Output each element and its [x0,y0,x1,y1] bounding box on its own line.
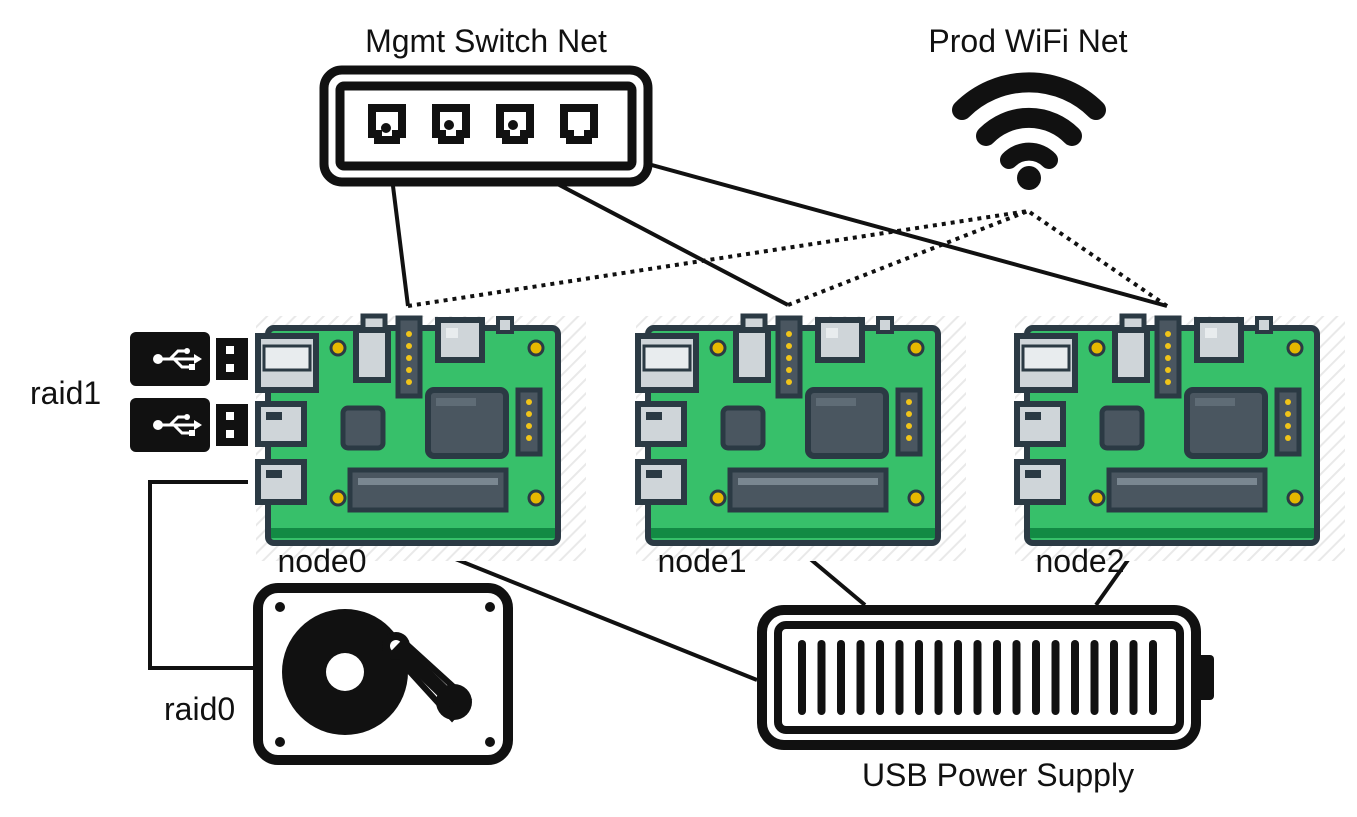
battery-grill-bar [876,640,884,715]
battery-grill-bar [934,640,943,715]
battery-icon [757,605,1214,750]
battery-grill-bar [895,640,904,715]
raid1-label: raid1 [30,375,101,411]
battery-grill-bar [798,640,806,715]
node1-label: node1 [658,543,747,579]
power-supply-label: USB Power Supply [862,757,1134,793]
battery-grill-bar [856,640,865,715]
battery-grill-bar [1012,640,1021,715]
battery-grill-bar [1149,640,1157,715]
wifi-link-node0 [407,209,1029,308]
battery-grill-bar [817,640,826,715]
wifi-label: Prod WiFi Net [928,23,1127,59]
battery-grill-bar [915,640,923,715]
board-node2 [1015,316,1345,561]
battery-grill-bar [1110,640,1118,715]
battery-grill-bar [954,640,962,715]
node0-label: node0 [278,543,367,579]
battery-grill-bar [837,640,845,715]
network-switch-icon [319,65,653,187]
battery-grill-bar [1032,640,1040,715]
battery-grill-bar [1071,640,1079,715]
battery-grill-bar [993,640,1001,715]
power-cable-node0 [407,538,758,682]
raid0-label: raid0 [164,691,235,727]
switch-label: Mgmt Switch Net [365,23,607,59]
wifi-icon [952,72,1106,190]
board-node0 [256,316,586,561]
node2-label: node2 [1036,543,1125,579]
battery-grill-bar [1090,640,1099,715]
usb-drive-icon [128,330,250,388]
battery-grill-bar [1129,640,1138,715]
battery-grill-bar [973,640,982,715]
disk-cable [148,480,258,670]
usb-drive-icon [128,396,250,454]
board-node1 [636,316,966,561]
hard-disk-icon [253,583,513,765]
battery-grill-bar [1051,640,1060,715]
wifi-link-node1 [787,209,1029,307]
wifi-link-node2 [1026,209,1169,308]
